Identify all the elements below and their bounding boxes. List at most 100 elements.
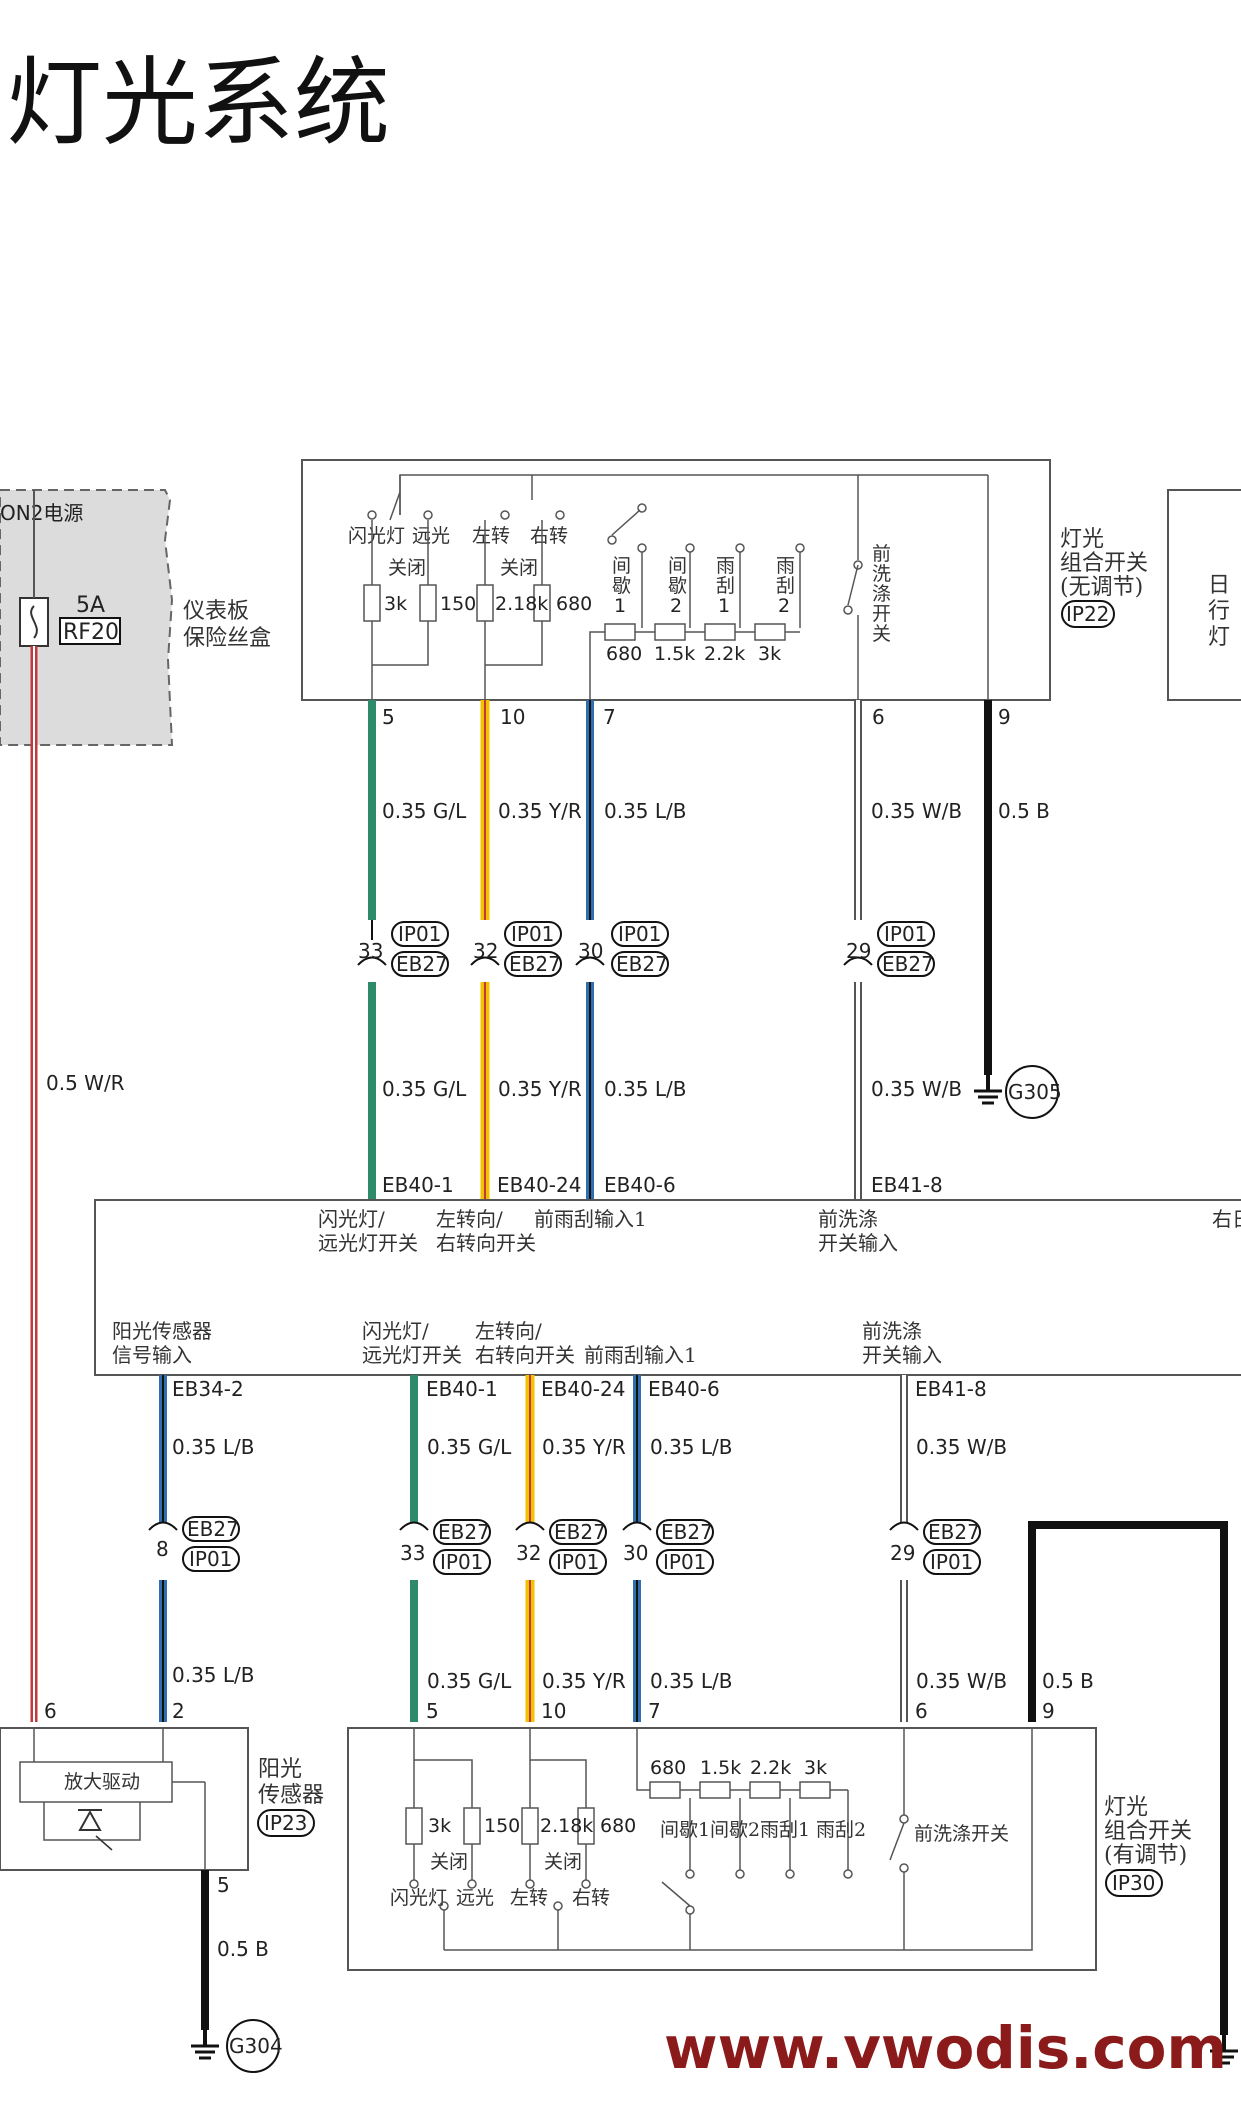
upper-conn-pin-30: 30 bbox=[578, 939, 603, 963]
top-res-150: 150 bbox=[440, 593, 476, 615]
bcm-top-label-flash: 闪光灯/ bbox=[318, 1207, 385, 1231]
upper-connector-group: 33 32 30 29 IP01 EB27 IP01 EB27 IP01 EB2… bbox=[357, 920, 935, 977]
bcm-top-pin-1: EB40-1 bbox=[382, 1173, 454, 1197]
lower-wire-label-9: 0.5 B bbox=[1042, 1669, 1094, 1693]
watermark: www.vwodis.com bbox=[664, 2014, 1227, 2082]
sensor-name-1: 阳光 bbox=[258, 1757, 302, 1782]
bcm-bottom-pin-41-8: EB41-8 bbox=[915, 1377, 987, 1401]
bcm-top-label-turn-2: 右转向开关 bbox=[436, 1231, 536, 1255]
top-left-label: 左转 bbox=[472, 525, 510, 547]
upper-conn-eb27-d: EB27 bbox=[882, 952, 934, 976]
fuse-rating: 5A bbox=[76, 593, 105, 618]
bottom-flash-label: 闪光灯 bbox=[390, 1887, 447, 1909]
page-title: 灯光系统 bbox=[6, 47, 390, 159]
bottom-res-218k: 2.18k bbox=[540, 1815, 593, 1837]
lower-wire-label-8b: 0.35 L/B bbox=[172, 1663, 255, 1687]
lower-conn-ip01-a: IP01 bbox=[189, 1547, 232, 1571]
upper-wire-label-9: 0.5 B bbox=[998, 799, 1050, 823]
top-wip2-label-c: 2 bbox=[778, 595, 790, 617]
bottom-wip1-label: 雨刮1 bbox=[760, 1819, 810, 1841]
fuse-id: RF20 bbox=[63, 620, 119, 645]
bottom-wip2-label: 雨刮2 bbox=[816, 1819, 866, 1841]
bottom-switch-name-1: 灯光 bbox=[1104, 1795, 1148, 1820]
upper-conn-ip01-d: IP01 bbox=[884, 922, 927, 946]
upper-conn-pin-32: 32 bbox=[473, 939, 498, 963]
bcm-bottom-label-wiper: 前雨刮输入1 bbox=[584, 1343, 697, 1367]
fuse-box-name-2: 保险丝盒 bbox=[183, 626, 271, 651]
top-int2-label: 间 bbox=[668, 555, 687, 577]
bottom-pin-9: 9 bbox=[1042, 1699, 1055, 1723]
upper-wire-label-10: 0.35 Y/R bbox=[498, 799, 582, 823]
bcm-bottom-pin-40-1: EB40-1 bbox=[426, 1377, 498, 1401]
upper-wire-label-5b: 0.35 G/L bbox=[382, 1077, 467, 1101]
top-wash-label-2: 洗 bbox=[872, 563, 891, 585]
bottom-switch-name-3: (有调节) bbox=[1104, 1843, 1187, 1868]
bcm-top-label-turn: 左转向/ bbox=[436, 1207, 503, 1231]
bcm-bottom-pin-40-24: EB40-24 bbox=[541, 1377, 625, 1401]
fuse-wire-label: 0.5 W/R bbox=[46, 1071, 125, 1095]
upper-conn-ip01-a: IP01 bbox=[398, 922, 441, 946]
sensor-connector: IP23 bbox=[264, 1811, 307, 1835]
lower-conn-eb27-d: EB27 bbox=[661, 1520, 713, 1544]
bcm-top-label-washer: 前洗涤 bbox=[818, 1207, 878, 1231]
photodiode-icon bbox=[78, 1809, 102, 1831]
bottom-res-3k: 3k bbox=[428, 1815, 451, 1837]
fuse-power-label: ON2电源 bbox=[0, 501, 83, 525]
lower-wire-label-29b: 0.35 W/B bbox=[916, 1669, 1007, 1693]
upper-conn-pin-29: 29 bbox=[846, 939, 871, 963]
top-wip1-label-b: 刮 bbox=[716, 575, 735, 597]
lower-conn-pin-29: 29 bbox=[890, 1541, 915, 1565]
lower-conn-pin-8: 8 bbox=[156, 1537, 169, 1561]
daytime-running-light-box: 日 行 灯 bbox=[1167, 489, 1241, 701]
lower-connector-group: 8 33 32 30 29 EB27 IP01 EB27 IP01 EB27 I… bbox=[148, 1516, 981, 1575]
top-wip1-label: 雨 bbox=[716, 555, 735, 577]
top-int2-label-c: 2 bbox=[670, 595, 682, 617]
top-light-combination-switch: 闪光灯 远光 关闭 左转 右转 关闭 3k 150 2.18k 680 间 歇 … bbox=[301, 459, 1148, 701]
top-wip2-label: 雨 bbox=[776, 555, 795, 577]
top-off1-label: 关闭 bbox=[388, 557, 426, 579]
lower-wire-label-29: 0.35 W/B bbox=[916, 1435, 1007, 1459]
top-off2-label: 关闭 bbox=[500, 557, 538, 579]
bottom-chain-22k: 2.2k bbox=[750, 1757, 791, 1779]
top-wash-label: 前 bbox=[872, 543, 891, 565]
ground-symbol-g304 bbox=[189, 2028, 221, 2060]
bottom-chain-15k: 1.5k bbox=[700, 1757, 741, 1779]
upper-wire-label-10b: 0.35 Y/R bbox=[498, 1077, 582, 1101]
bottom-res-150: 150 bbox=[484, 1815, 520, 1837]
top-right-label: 右转 bbox=[530, 525, 568, 547]
top-int1-label-b: 歇 bbox=[612, 575, 631, 597]
bcm-bottom-label-sensor: 阳光传感器 bbox=[112, 1319, 212, 1343]
top-chain-22k: 2.2k bbox=[704, 643, 745, 665]
bottom-pin-7: 7 bbox=[648, 1699, 661, 1723]
top-switch-name-3: (无调节) bbox=[1060, 575, 1143, 600]
top-wash-label-4: 开 bbox=[872, 603, 891, 625]
top-flash-label: 闪光灯 bbox=[348, 525, 405, 547]
bottom-int1-label: 间歇1 bbox=[660, 1819, 710, 1841]
upper-conn-pin-33: 33 bbox=[358, 939, 383, 963]
bcm-bottom-label-turn: 左转向/ bbox=[475, 1319, 542, 1343]
drl-label-1: 日 bbox=[1208, 573, 1230, 598]
top-wash-label-3: 涤 bbox=[872, 583, 891, 605]
lower-wire-label-32b: 0.35 Y/R bbox=[542, 1669, 626, 1693]
top-pin-9: 9 bbox=[998, 705, 1011, 729]
bcm-bottom-pin-34-2: EB34-2 bbox=[172, 1377, 244, 1401]
bcm-top-label-wiper: 前雨刮输入1 bbox=[534, 1207, 647, 1231]
fuse-box-name-1: 仪表板 bbox=[183, 599, 249, 624]
bcm-top-pin-6: EB40-6 bbox=[604, 1173, 676, 1197]
bcm-top-pin-24: EB40-24 bbox=[497, 1173, 581, 1197]
top-res-680: 680 bbox=[556, 593, 592, 615]
lower-conn-eb27-e: EB27 bbox=[928, 1520, 980, 1544]
top-chain-680: 680 bbox=[606, 643, 642, 665]
bottom-off2-label: 关闭 bbox=[544, 1851, 582, 1873]
top-pin-6: 6 bbox=[872, 705, 885, 729]
bottom-light-combination-switch: 3k 150 关闭 闪光灯 远光 2.18k 680 关闭 左转 右转 bbox=[347, 1727, 1192, 1971]
top-int2-label-b: 歇 bbox=[668, 575, 687, 597]
top-switch-name-1: 灯光 bbox=[1060, 527, 1104, 552]
drl-label-3: 灯 bbox=[1208, 625, 1230, 650]
bottom-pin-6: 6 bbox=[915, 1699, 928, 1723]
lower-conn-pin-33: 33 bbox=[400, 1541, 425, 1565]
bottom-off1-label: 关闭 bbox=[430, 1851, 468, 1873]
upper-conn-eb27-b: EB27 bbox=[509, 952, 561, 976]
bcm-bottom-label-washer: 前洗涤 bbox=[862, 1319, 922, 1343]
